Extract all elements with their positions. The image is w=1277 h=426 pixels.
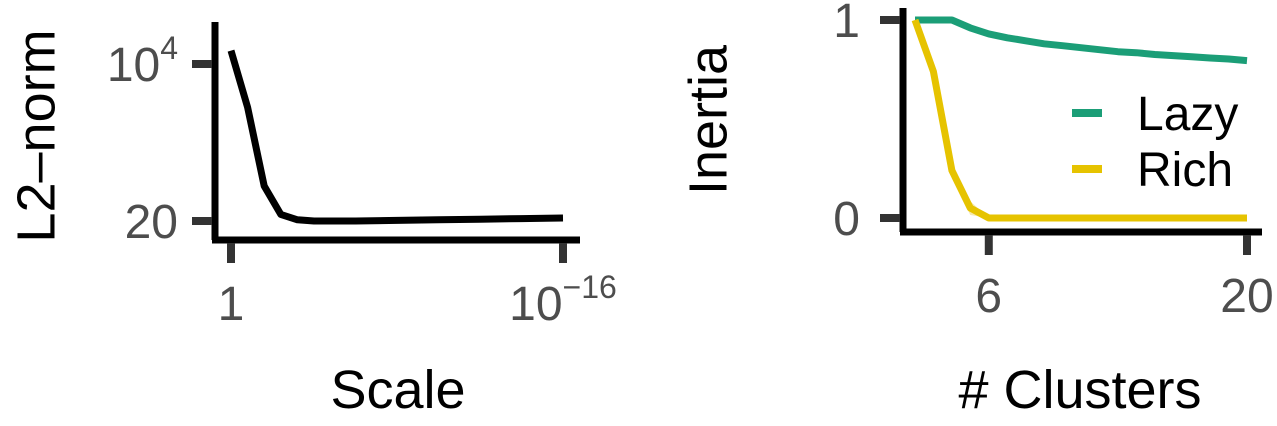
legend-label-lazy: Lazy [1137, 88, 1238, 141]
right-x-axis-title: # Clusters [958, 360, 1201, 420]
left-x-tick-label: 10−16 [509, 269, 617, 331]
right-y-axis-title: Inertia [678, 44, 738, 195]
left-lines [227, 49, 564, 225]
left-x-tick-label: 1 [218, 278, 245, 331]
left-x-ticks: 1 10−16 [218, 243, 617, 331]
legend-label-rich: Rich [1137, 144, 1233, 197]
right-x-ticks: 6 20 [975, 235, 1274, 323]
left-x-axis-title: Scale [330, 360, 465, 420]
left-chart: L2–norm Scale 20 104 1 10−16 [6, 22, 617, 420]
left-series-line [227, 49, 564, 225]
right-lines [911, 16, 1248, 222]
right-y-tick-label: 0 [833, 193, 860, 246]
left-axes [211, 22, 580, 244]
left-y-tick-label: 20 [125, 196, 178, 249]
left-y-ticks: 20 104 [107, 30, 212, 249]
right-x-tick-label: 20 [1220, 270, 1273, 323]
lazy-series-line [915, 16, 1248, 65]
right-axes [899, 8, 1262, 236]
rich-series-line [911, 18, 1247, 222]
left-y-axis-title: L2–norm [6, 29, 66, 242]
right-x-tick-label: 6 [975, 270, 1002, 323]
left-y-tick-label: 104 [107, 30, 178, 92]
right-y-ticks: 01 [833, 0, 900, 246]
right-y-tick-label: 1 [833, 0, 860, 48]
